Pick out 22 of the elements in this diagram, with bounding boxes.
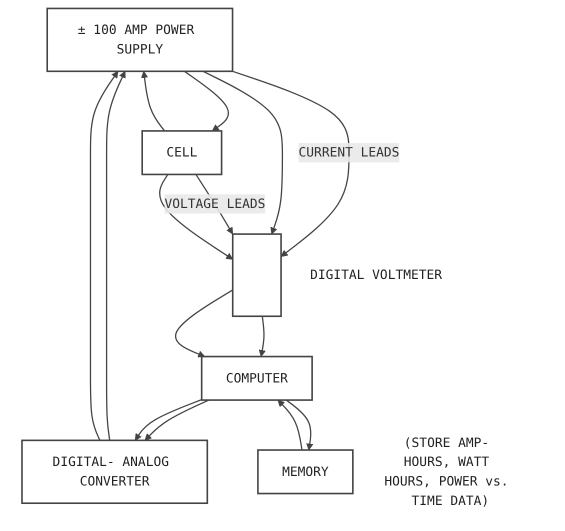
arrow	[134, 399, 202, 441]
node-box: CELL	[141, 130, 222, 176]
arrow	[286, 400, 314, 450]
node-label: (STORE AMP- HOURS, WATT HOURS, POWER vs. TIME DATA)	[384, 434, 509, 508]
arrow	[175, 289, 234, 358]
arrow	[232, 70, 350, 257]
arrow	[141, 70, 166, 132]
arrow	[90, 70, 118, 441]
arrow	[144, 399, 210, 441]
arrow	[106, 70, 126, 440]
node-label: DIGITAL VOLTMETER	[310, 267, 442, 282]
arrow	[184, 70, 229, 132]
node-box	[232, 233, 282, 318]
arrow	[278, 400, 303, 450]
edge-label: CURRENT LEADS	[298, 144, 400, 160]
node-box: ± 100 AMP POWER SUPPLY	[46, 8, 234, 72]
node-box: MEMORY	[257, 449, 354, 494]
arrow	[258, 316, 266, 357]
arrow	[202, 70, 284, 234]
node-box: DIGITAL- ANALOG CONVERTER	[21, 440, 208, 504]
edge-label: VOLTAGE LEADS	[164, 196, 266, 212]
node-box: COMPUTER	[200, 356, 313, 401]
